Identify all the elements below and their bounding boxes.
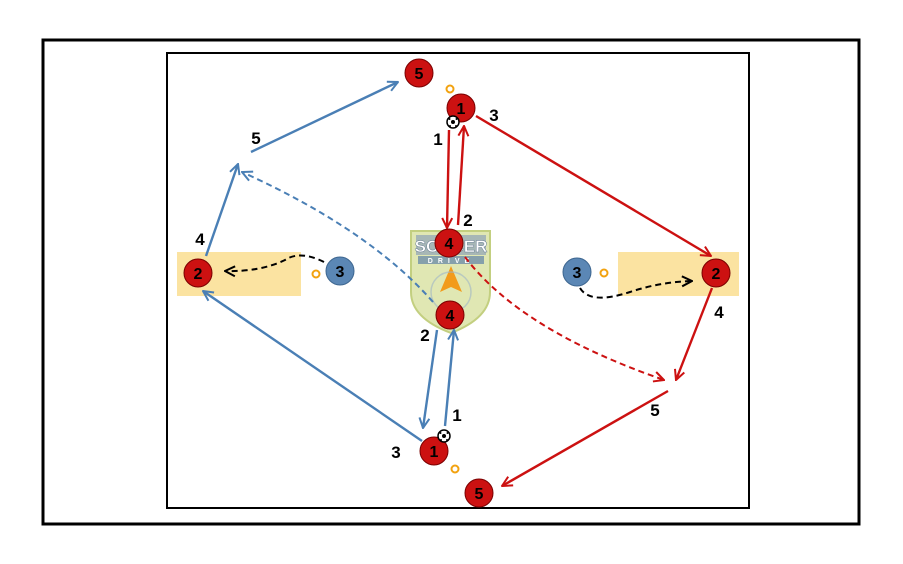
pass-label: 3: [489, 106, 498, 125]
run-arrow-blue-2: [423, 329, 439, 428]
pass-label: 2: [420, 326, 429, 345]
player-blue-team-bottom-1: 1: [419, 436, 449, 466]
svg-text:2: 2: [712, 266, 721, 283]
svg-text:3: 3: [336, 264, 345, 281]
svg-text:4: 4: [445, 236, 454, 253]
cone-marker-left: [311, 269, 321, 279]
soccer-ball-icon: [446, 115, 460, 129]
pass-label: 4: [714, 303, 724, 322]
pass-label: 3: [391, 443, 400, 462]
run-arrow-blue-dashed: [242, 172, 434, 303]
pass-arrow-blue-4: [204, 164, 238, 257]
run-arrow-red-2: [456, 126, 464, 226]
defender-run-right: [579, 281, 692, 299]
cone-marker-right: [599, 268, 609, 278]
pass-label: 1: [433, 130, 442, 149]
player-red-top-5: 5: [404, 58, 434, 88]
player-blue-team-center-4: 4: [435, 300, 465, 330]
pass-label: 4: [195, 230, 205, 249]
player-blue-team-left-2: 2: [183, 258, 213, 288]
player-red-center-4: 4: [434, 228, 464, 258]
pass-label: 5: [251, 129, 260, 148]
svg-text:5: 5: [475, 486, 484, 503]
defender-left-3: 3: [325, 256, 355, 286]
soccer-ball-icon: [437, 429, 451, 443]
svg-text:3: 3: [573, 265, 582, 282]
run-arrow-red-dashed: [464, 256, 664, 380]
pass-label: 5: [650, 401, 659, 420]
pass-arrow-blue-5: [250, 82, 398, 154]
player-blue-team-bottom-5: 5: [464, 478, 494, 508]
logo-subtext: DRIVE: [428, 258, 474, 265]
pass-arrow-red-5: [502, 389, 669, 486]
svg-text:1: 1: [457, 101, 466, 118]
pass-arrow-red-4: [676, 287, 714, 380]
pass-arrow-blue-3: [203, 291, 423, 442]
player-red-top-1: 1: [446, 93, 476, 123]
svg-text:5: 5: [415, 66, 424, 83]
svg-text:1: 1: [430, 444, 439, 461]
pass-arrow-blue-1: [443, 330, 454, 427]
pass-label: 1: [452, 406, 461, 425]
svg-text:4: 4: [446, 308, 455, 325]
cone-marker-bottom: [450, 464, 460, 474]
defender-run-left: [225, 254, 325, 271]
svg-text:2: 2: [194, 266, 203, 283]
pass-arrow-red-1: [447, 129, 449, 228]
player-red-right-2: 2: [701, 258, 731, 288]
defender-right-3: 3: [562, 257, 592, 287]
cone-marker-top: [445, 84, 455, 94]
pass-label: 2: [463, 211, 472, 230]
pass-arrow-red-3: [475, 114, 711, 256]
